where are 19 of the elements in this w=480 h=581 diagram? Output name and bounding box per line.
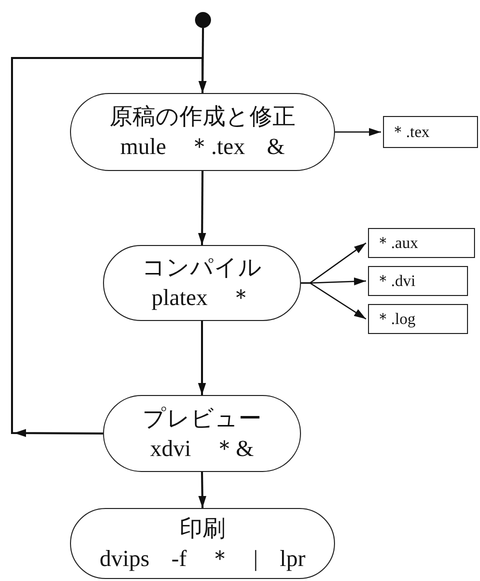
file-box: ＊.aux	[368, 228, 475, 258]
start-dot	[195, 12, 211, 28]
arrow	[198, 472, 206, 508]
file-box: ＊.log	[368, 304, 468, 334]
step-title: コンパイル	[142, 254, 262, 282]
step-title: 原稿の作成と修正	[110, 103, 296, 131]
command-text: dvips -f ＊ | lpr	[100, 544, 306, 573]
step-title: 印刷	[180, 514, 226, 542]
arrow	[301, 282, 366, 320]
command-text: mule ＊.tex &	[120, 133, 285, 161]
arrow	[198, 321, 206, 395]
command-text: platex ＊	[151, 284, 253, 312]
arrow	[335, 128, 381, 136]
file-box: ＊.dvi	[368, 266, 468, 296]
file-box: ＊.tex	[383, 116, 478, 148]
arrow	[11, 57, 206, 437]
step-title: プレビュー	[142, 404, 262, 432]
command-text: xdvi ＊&	[150, 434, 254, 462]
arrow	[198, 171, 206, 245]
